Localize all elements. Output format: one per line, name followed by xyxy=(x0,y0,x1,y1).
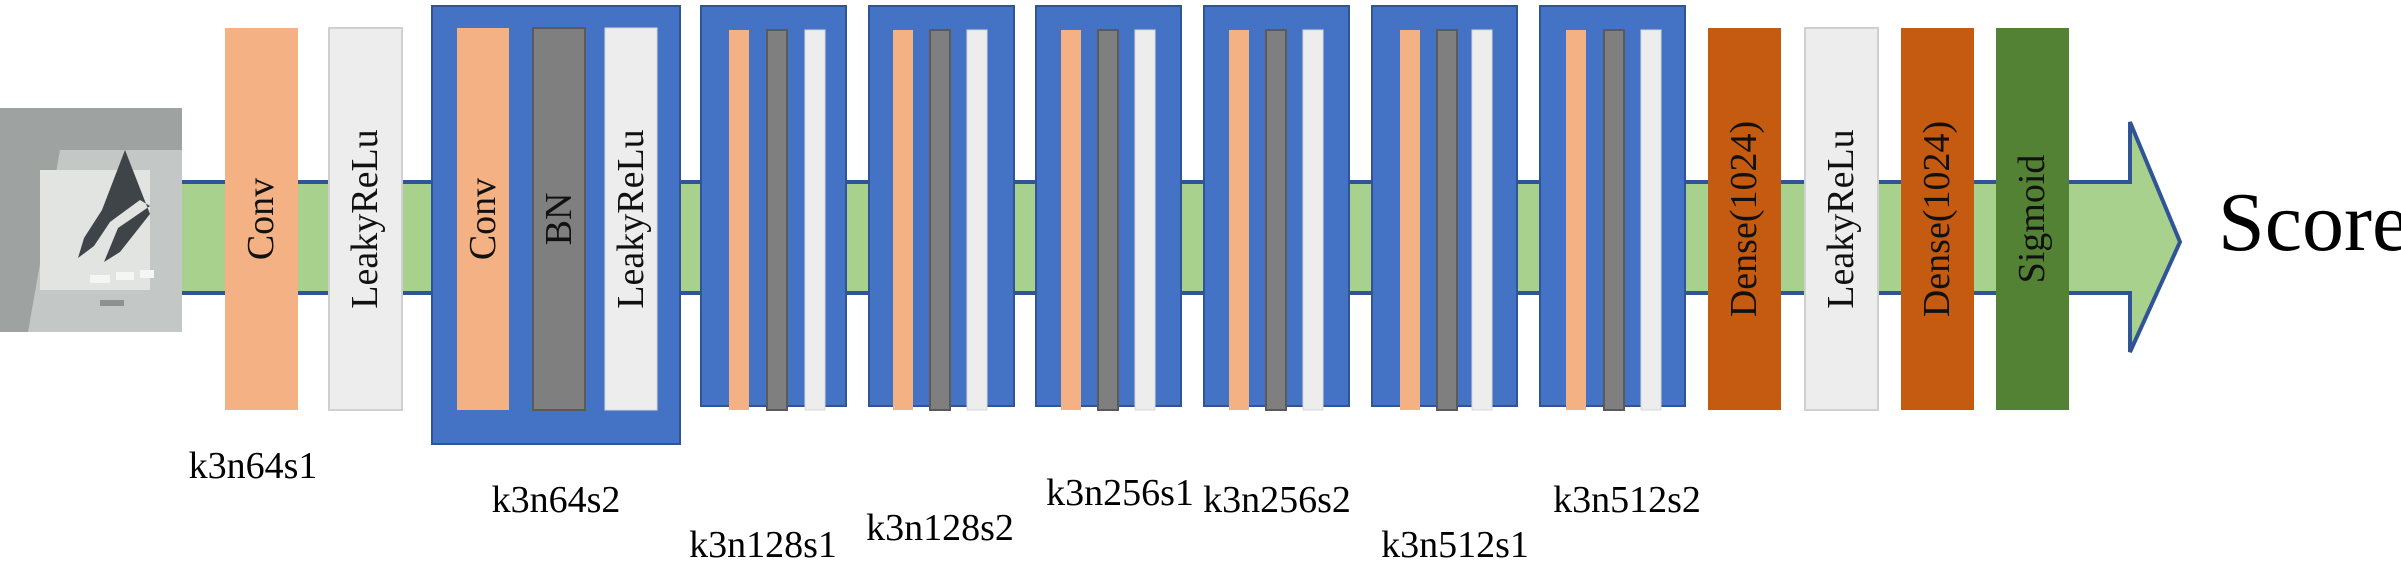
conv-layer-rect xyxy=(225,28,298,410)
conv-block-6 xyxy=(1371,5,1518,411)
block-bn-label: BN xyxy=(538,193,580,246)
dense-2-label: Dense(1024) xyxy=(1916,121,1958,317)
block-conv-rect xyxy=(893,30,913,410)
stage-label-first: k3n64s1 xyxy=(189,445,318,487)
block-bn-rect xyxy=(1436,29,1458,411)
block-bn-rect xyxy=(1097,29,1119,411)
block-bn-rect xyxy=(766,29,788,411)
input-image xyxy=(0,108,182,332)
conv-block-7 xyxy=(1539,5,1686,411)
stage-label-3: k3n128s2 xyxy=(866,507,1014,549)
block-leakyrelu-rect xyxy=(1471,29,1493,411)
conv-block-5 xyxy=(1203,5,1350,411)
sigmoid-layer: Sigmoid xyxy=(1996,28,2069,410)
stage-label-1: k3n64s2 xyxy=(492,479,621,521)
head-leakyrelu-layer: LeakyReLu xyxy=(1804,27,1879,411)
first-leakyrelu-label: LeakyReLu xyxy=(344,129,386,308)
sigmoid-label: Sigmoid xyxy=(2011,155,2053,284)
block-leakyrelu-label: LeakyReLu xyxy=(610,129,652,308)
stage-label-6: k3n512s1 xyxy=(1381,524,1529,565)
block-leakyrelu-rect xyxy=(604,27,658,411)
block-bn-rect xyxy=(532,27,586,411)
output-score-label: Score xyxy=(2218,176,2401,269)
block-conv-rect xyxy=(1400,30,1420,410)
block-conv-rect xyxy=(457,28,509,410)
stage-label-7: k3n512s2 xyxy=(1553,479,1701,521)
conv-block-3 xyxy=(868,5,1015,411)
block-leakyrelu-rect xyxy=(1302,29,1324,411)
first-conv-label: Conv xyxy=(240,178,282,260)
block-conv-label: Conv xyxy=(462,178,504,260)
block-leakyrelu-rect xyxy=(1640,29,1662,411)
block-conv-rect xyxy=(729,30,749,410)
dense-1-label: Dense(1024) xyxy=(1723,121,1765,317)
block-conv-rect xyxy=(1229,30,1249,410)
dense-1-layer: Dense(1024) xyxy=(1708,28,1781,410)
stage-label-2: k3n128s1 xyxy=(689,524,837,565)
first-conv-layer: Conv xyxy=(225,28,298,410)
leakyrelu-layer-rect xyxy=(1804,27,1879,411)
conv-block-1: Conv BN LeakyReLu xyxy=(431,5,681,445)
sigmoid-layer-rect xyxy=(1996,28,2069,410)
block-bn-rect xyxy=(1603,29,1625,411)
dense-layer-rect xyxy=(1708,28,1781,410)
dense-2-layer: Dense(1024) xyxy=(1901,28,1974,410)
block-leakyrelu-rect xyxy=(804,29,826,411)
stage-label-5: k3n256s2 xyxy=(1203,479,1351,521)
block-bn-rect xyxy=(1265,29,1287,411)
stage-label-4: k3n256s1 xyxy=(1046,472,1194,514)
leakyrelu-layer-rect xyxy=(328,27,403,411)
conv-block-4 xyxy=(1035,5,1182,411)
block-conv-rect xyxy=(1566,30,1586,410)
block-leakyrelu-rect xyxy=(1134,29,1156,411)
first-leakyrelu-layer: LeakyReLu xyxy=(328,27,403,411)
conv-block-2 xyxy=(700,5,847,411)
dense-layer-rect xyxy=(1901,28,1974,410)
head-leakyrelu-label: LeakyReLu xyxy=(1820,129,1862,308)
block-conv-rect xyxy=(1061,30,1081,410)
block-bn-rect xyxy=(929,29,951,411)
block-leakyrelu-rect xyxy=(966,29,988,411)
